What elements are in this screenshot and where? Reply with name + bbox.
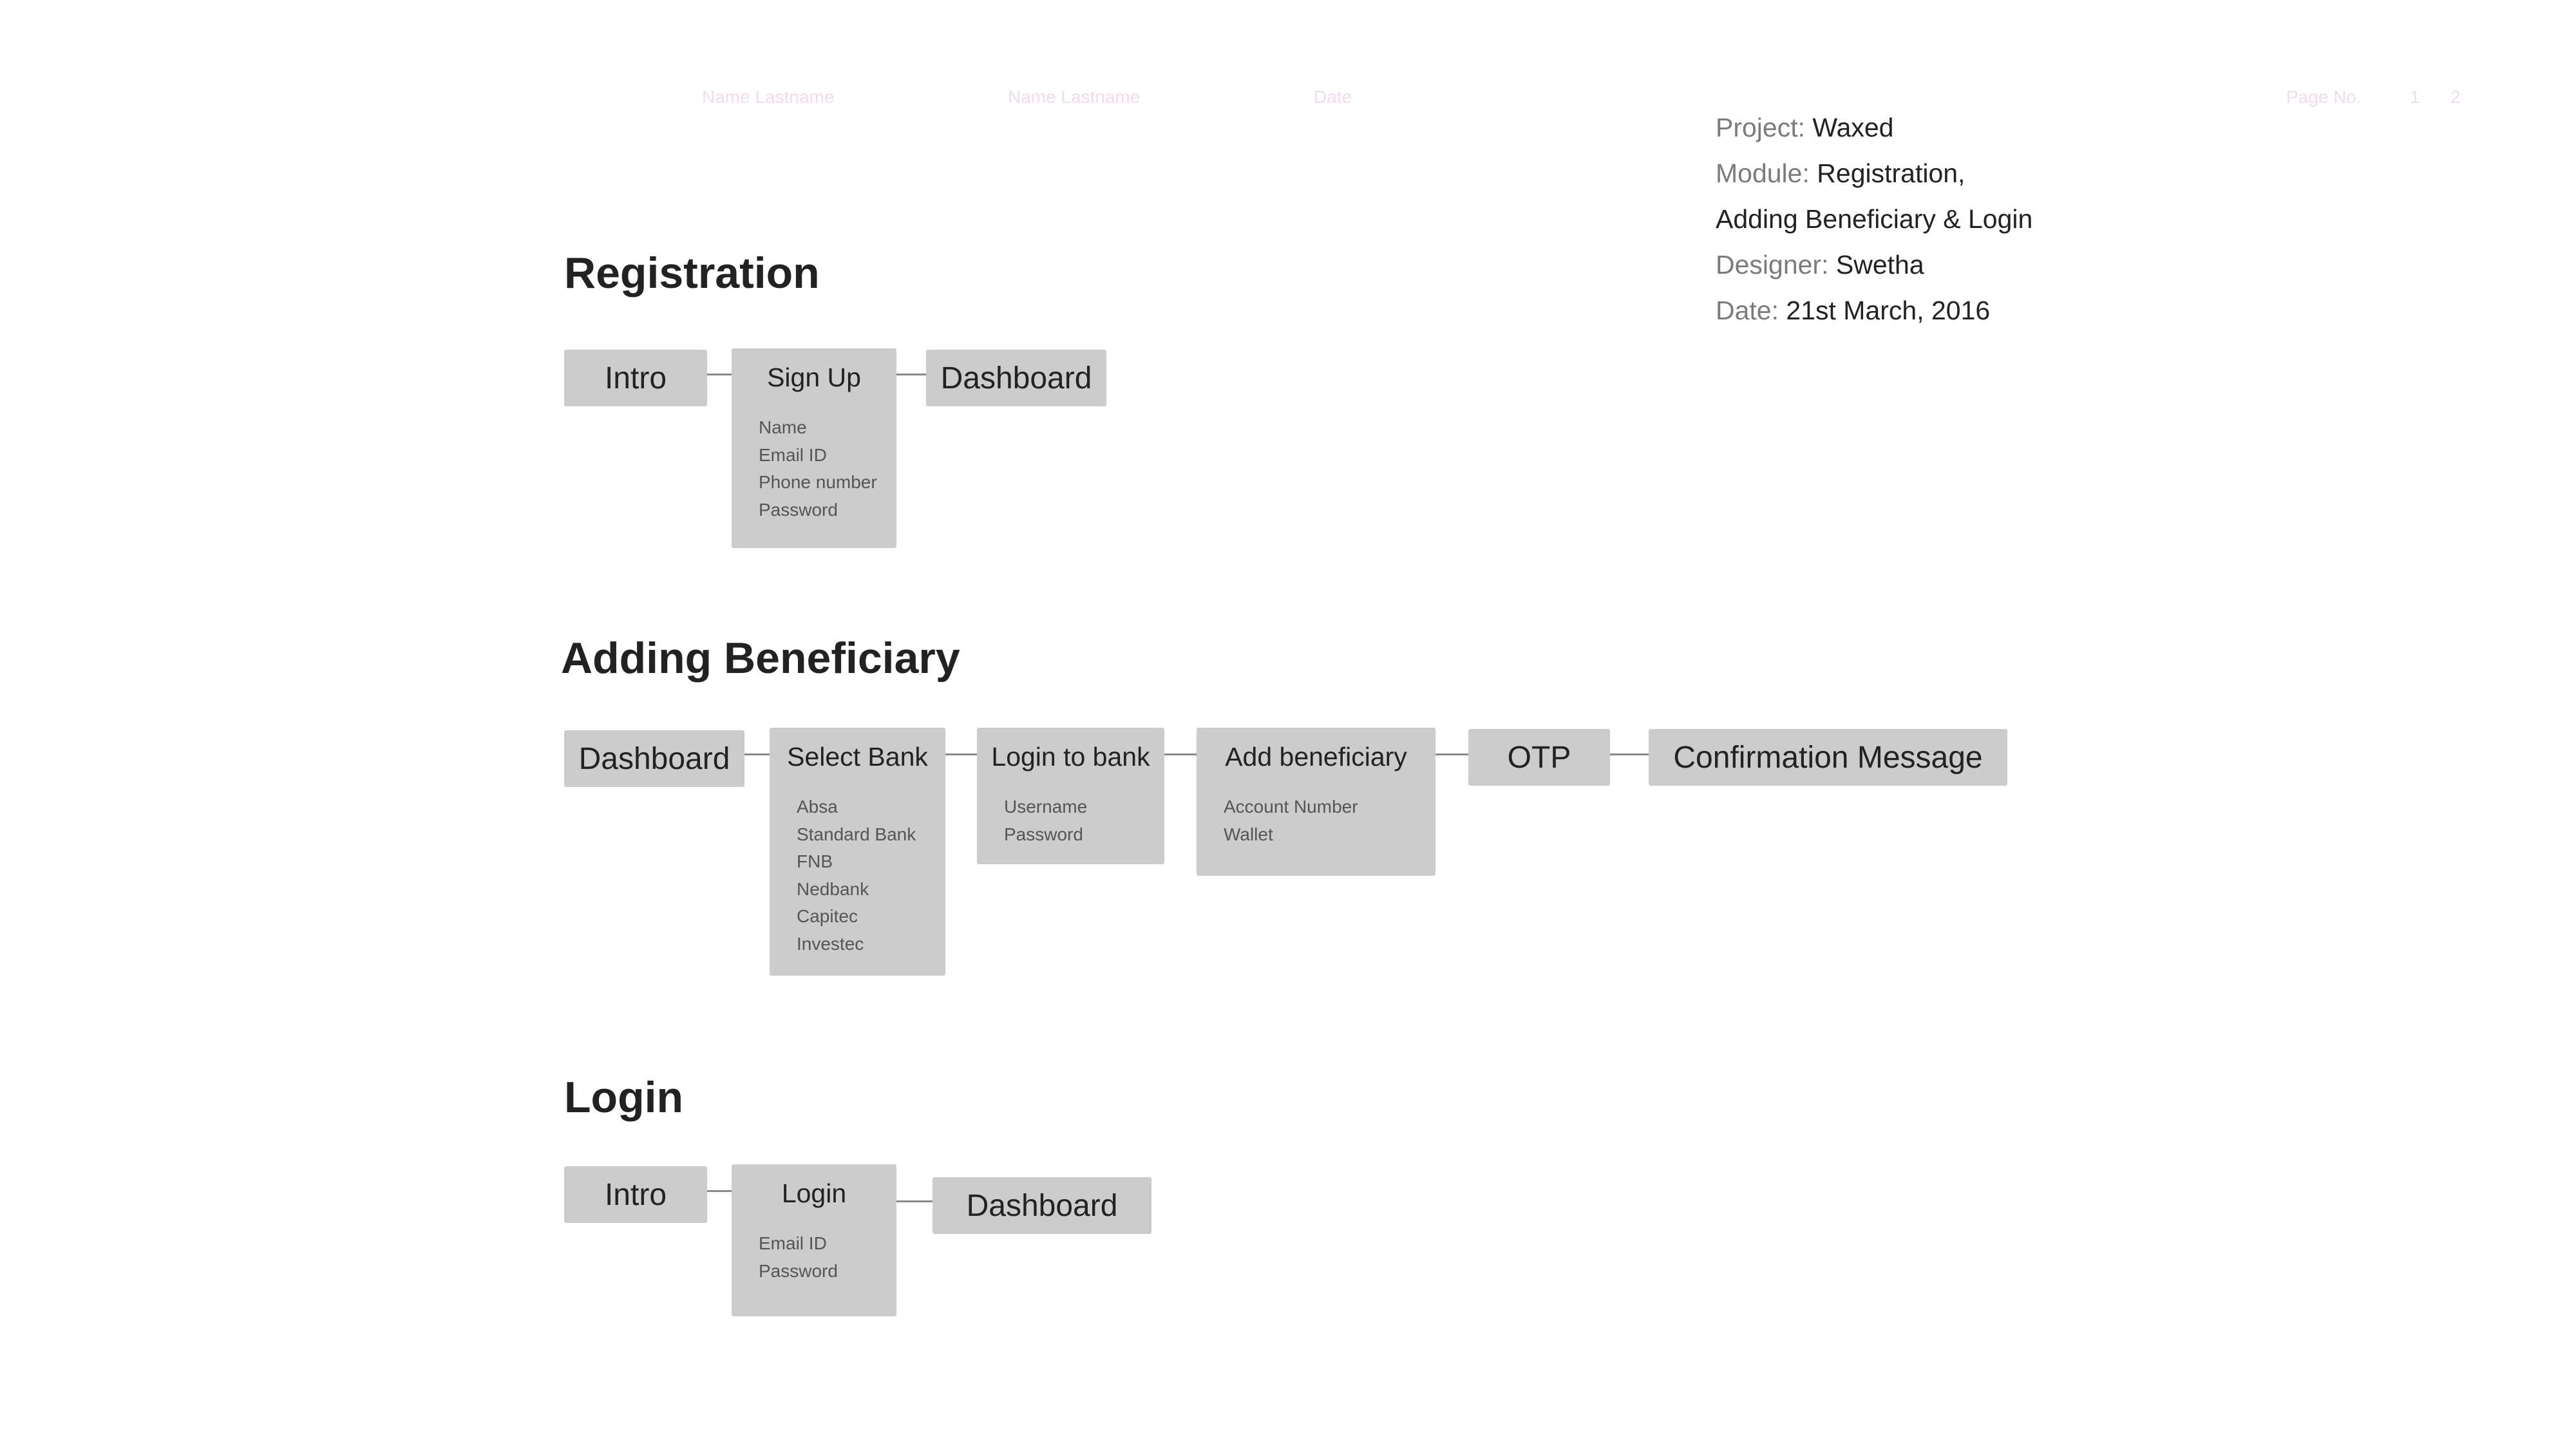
field-item: Capitec	[797, 906, 858, 926]
meta-designer-value: Swetha	[1835, 250, 1924, 279]
flow-node-dashboard: Dashboard	[564, 730, 744, 787]
field-item: Nedbank	[797, 878, 869, 899]
node-label: Intro	[604, 1177, 667, 1212]
flow-node-add-beneficiary: Add beneficiary Account Number Wallet	[1197, 728, 1435, 876]
connector	[1435, 753, 1468, 755]
flow-node-otp: OTP	[1468, 729, 1610, 786]
connector	[744, 753, 770, 755]
connector	[945, 753, 977, 755]
header-page-1: 1	[2410, 87, 2420, 107]
field-item: Phone number	[759, 472, 877, 492]
node-label: Dashboard	[966, 1188, 1118, 1223]
connector	[896, 1200, 933, 1202]
header-name-1: Name Lastname	[702, 87, 835, 107]
node-label: Intro	[604, 361, 667, 395]
node-label: Login	[781, 1179, 847, 1208]
node-label: Sign Up	[767, 363, 861, 392]
node-label: Dashboard	[578, 741, 730, 776]
flow-node-login: Login Email ID Password	[732, 1164, 896, 1316]
field-item: Absa	[797, 797, 838, 817]
meta-module-label: Module:	[1716, 158, 1810, 188]
meta-module-value-2: Adding Beneficiary & Login	[1716, 204, 2033, 234]
connector	[896, 374, 926, 375]
beneficiary-title: Adding Beneficiary	[561, 634, 960, 683]
flow-node-intro: Intro	[564, 350, 707, 406]
field-item: Password	[759, 1260, 838, 1281]
flow-node-sign-up: Sign Up Name Email ID Phone number Passw…	[732, 348, 896, 548]
meta-date: Date: 21st March, 2016	[1716, 288, 2166, 334]
flow-node-select-bank: Select Bank Absa Standard Bank FNB Nedba…	[770, 728, 945, 976]
field-item: Investec	[797, 933, 864, 954]
field-item: FNB	[797, 851, 833, 871]
registration-title: Registration	[564, 249, 820, 298]
meta-project: Project: Waxed	[1716, 105, 2166, 151]
field-item: Password	[759, 499, 838, 520]
login-title: Login	[564, 1073, 684, 1122]
connector	[1164, 753, 1197, 755]
node-fields: Email ID Password	[759, 1230, 838, 1285]
meta-module-cont: Adding Beneficiary & Login	[1716, 196, 2166, 242]
flow-node-dashboard: Dashboard	[926, 350, 1106, 406]
meta-designer-label: Designer:	[1716, 250, 1829, 279]
node-fields: Absa Standard Bank FNB Nedbank Capitec I…	[797, 793, 916, 958]
meta-project-label: Project:	[1716, 113, 1805, 142]
meta-project-value: Waxed	[1812, 113, 1894, 142]
meta-date-label: Date:	[1716, 296, 1779, 325]
project-meta: Project: Waxed Module: Registration, Add…	[1716, 105, 2166, 334]
flow-node-login-to-bank: Login to bank Username Password	[977, 728, 1164, 864]
field-item: Email ID	[759, 444, 827, 465]
connector	[1610, 753, 1649, 755]
node-label: Select Bank	[787, 742, 928, 772]
flow-node-intro: Intro	[564, 1166, 707, 1223]
node-label: Login to bank	[991, 742, 1150, 772]
field-item: Name	[759, 417, 807, 437]
flow-node-dashboard: Dashboard	[933, 1177, 1151, 1234]
meta-date-value: 21st March, 2016	[1786, 296, 1991, 325]
node-fields: Name Email ID Phone number Password	[759, 414, 877, 524]
field-item: Wallet	[1224, 824, 1273, 844]
node-label: Add beneficiary	[1225, 742, 1407, 772]
node-label: OTP	[1507, 740, 1571, 775]
field-item: Username	[1004, 797, 1088, 817]
flow-node-confirmation-message: Confirmation Message	[1649, 729, 2007, 786]
field-item: Password	[1004, 824, 1083, 844]
field-item: Standard Bank	[797, 824, 916, 844]
field-item: Email ID	[759, 1233, 827, 1253]
node-label: Confirmation Message	[1673, 740, 1983, 775]
node-fields: Username Password	[1004, 793, 1087, 848]
header-date: Date	[1314, 87, 1352, 107]
node-label: Dashboard	[940, 361, 1092, 395]
node-fields: Account Number Wallet	[1224, 793, 1358, 848]
header-page-2: 2	[2450, 87, 2461, 107]
meta-module-value: Registration,	[1817, 158, 1965, 188]
field-item: Account Number	[1224, 797, 1358, 817]
meta-module: Module: Registration,	[1716, 151, 2166, 196]
connector	[707, 374, 732, 375]
header-name-2: Name Lastname	[1008, 87, 1141, 107]
header-page-no: Page No.	[2286, 87, 2362, 107]
meta-designer: Designer: Swetha	[1716, 242, 2166, 288]
connector	[707, 1190, 732, 1192]
